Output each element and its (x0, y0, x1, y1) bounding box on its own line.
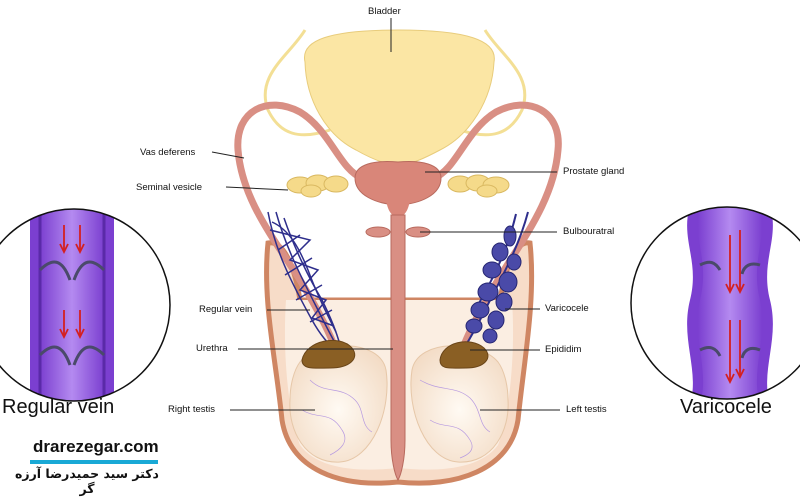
label-left-testis: Left testis (566, 404, 607, 415)
label-urethra: Urethra (196, 343, 228, 354)
testis-vessels (301, 379, 491, 459)
label-right-testis: Right testis (168, 404, 215, 415)
caption-regular-vein: Regular vein (2, 396, 115, 418)
right-testis (289, 345, 388, 463)
doctor-name: دکتر سید حمیدرضا آرزه گر (15, 466, 159, 496)
caption-varicocele: Varicocele (680, 396, 772, 418)
brand-underline (30, 460, 158, 464)
pampiniform-plexus-regular (267, 211, 341, 351)
epididymis-right (301, 339, 356, 369)
label-seminal-vesicle: Seminal vesicle (136, 182, 202, 193)
right-ureter (459, 29, 527, 137)
site-watermark: drarezegar.com (33, 437, 159, 456)
label-bulbourethral: Bulbouratral (563, 226, 615, 237)
urethra (390, 214, 406, 481)
regular-vein-inset (0, 208, 171, 402)
label-vas-deferens: Vas deferens (140, 147, 196, 158)
label-prostate-gland: Prostate gland (563, 166, 625, 177)
label-bladder: Bladder (368, 6, 401, 17)
seminal-vesicle-right (447, 174, 510, 198)
label-regular-vein: Regular vein (199, 304, 253, 315)
prostate-gland (354, 161, 442, 206)
bladder (303, 29, 495, 167)
epididymis-left (439, 341, 489, 369)
left-ureter (263, 29, 331, 137)
varicocele-inset (630, 206, 800, 400)
vas-deferens-left (234, 101, 366, 349)
seminal-vesicle-left (286, 174, 349, 198)
label-varicocele: Varicocele (545, 303, 589, 314)
leader-lines (211, 18, 560, 411)
prostate-neck (386, 200, 410, 218)
label-epididymis: Epididim (545, 344, 582, 355)
bulbourethral-gland-left (365, 226, 391, 238)
